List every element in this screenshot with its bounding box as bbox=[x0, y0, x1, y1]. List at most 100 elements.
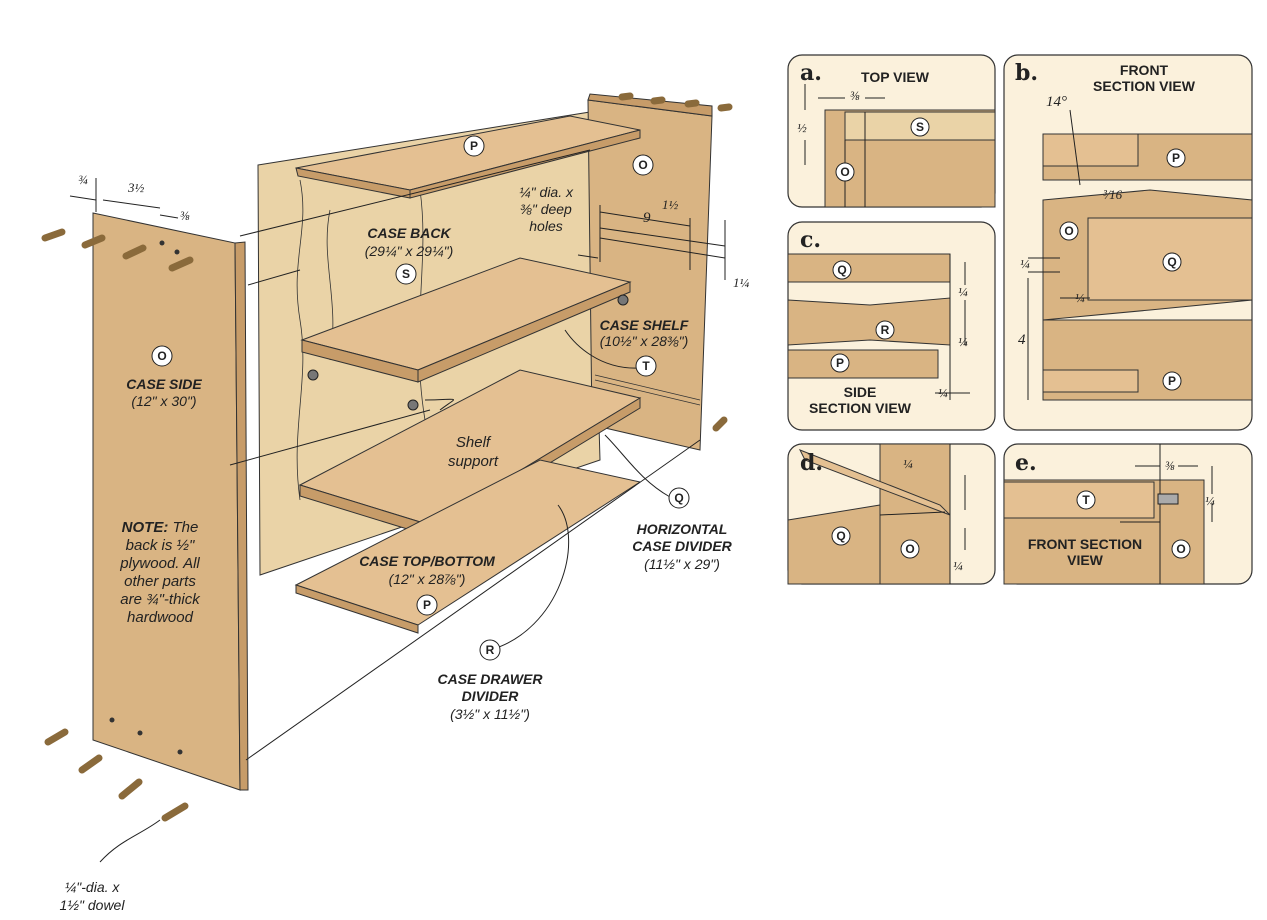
tag-drawer-r: R bbox=[486, 643, 495, 657]
detail-d-panel bbox=[787, 443, 996, 585]
horizontal-divider-label-2: CASE DIVIDER bbox=[632, 538, 732, 554]
detail-c-title-2: SECTION VIEW bbox=[809, 400, 912, 416]
holes-note-1: ¼" dia. x bbox=[519, 184, 574, 200]
case-back-label: CASE BACK bbox=[367, 225, 451, 241]
note-line-4: other parts bbox=[124, 573, 196, 590]
dim-one-quarter: 1¼ bbox=[733, 275, 750, 290]
detail-d-tag-o: O bbox=[905, 542, 914, 556]
detail-c-letter: c. bbox=[800, 227, 821, 253]
holes-note-2: ⅜" deep bbox=[520, 201, 572, 217]
shelf-support-label-1: Shelf bbox=[456, 434, 492, 451]
dowels-top bbox=[41, 228, 194, 272]
note-text: NOTE: The back is ½" plywood. All other … bbox=[119, 519, 201, 626]
main-dimension-lines bbox=[69, 178, 726, 280]
detail-c-dim-2: ¼ bbox=[958, 334, 968, 349]
detail-a-dim-1: ⅜ bbox=[850, 88, 860, 103]
dowel-note-2: 1½" dowel bbox=[60, 897, 126, 913]
case-shelf-label: CASE SHELF bbox=[600, 317, 689, 333]
dowels-right bbox=[618, 92, 733, 432]
detail-e-dim-1: ⅜ bbox=[1165, 458, 1175, 473]
detail-a-tag-s: S bbox=[916, 120, 924, 134]
case-side-left-panel bbox=[92, 212, 249, 791]
note-bold: NOTE: bbox=[122, 519, 169, 536]
dim-three-eighths: ⅜ bbox=[180, 208, 190, 223]
tag-shelf-t: T bbox=[642, 359, 650, 373]
tag-bottom-p: P bbox=[423, 598, 431, 612]
case-back-size: (29¼" x 29¼") bbox=[365, 243, 454, 259]
detail-e-title-1: FRONT SECTION bbox=[1028, 536, 1142, 552]
tag-divider-q: Q bbox=[674, 491, 683, 505]
detail-e-dim-2: ¼ bbox=[1205, 493, 1215, 508]
detail-c-title-1: SIDE bbox=[844, 384, 877, 400]
detail-b-title-1: FRONT bbox=[1120, 62, 1169, 78]
detail-a-letter: a. bbox=[800, 60, 822, 86]
holes-note-3: holes bbox=[529, 218, 562, 234]
tag-side-right-o: O bbox=[638, 158, 647, 172]
note-line-2: back is ½" bbox=[126, 537, 195, 554]
detail-c-dim-3: ¼ bbox=[938, 385, 948, 400]
detail-a-dim-2: ½ bbox=[797, 120, 807, 135]
detail-d-letter: d. bbox=[800, 450, 823, 476]
detail-c-dim-1: ¼ bbox=[958, 284, 968, 299]
leader-lines bbox=[99, 254, 671, 863]
note-line-3: plywood. All bbox=[119, 555, 200, 572]
shelf-support-pins bbox=[307, 294, 629, 411]
detail-b-dim-1: ³⁄16 bbox=[1103, 187, 1123, 202]
detail-b-tag-p-bottom: P bbox=[1168, 374, 1176, 388]
detail-b-title-2: SECTION VIEW bbox=[1093, 78, 1196, 94]
note-line-5: are ¾"-thick bbox=[120, 591, 201, 608]
detail-e-title-2: VIEW bbox=[1067, 552, 1104, 568]
assembly-lines bbox=[229, 149, 701, 761]
dim-one-half: 1½ bbox=[662, 197, 679, 212]
detail-a-panel bbox=[787, 54, 996, 208]
svg-text:NOTE: The: NOTE: The bbox=[122, 519, 199, 536]
note-line-6: hardwood bbox=[127, 609, 194, 626]
tag-top-p: P bbox=[470, 139, 478, 153]
detail-b-dim-4: 4 bbox=[1018, 332, 1026, 348]
horizontal-divider-size: (11½" x 29") bbox=[644, 556, 720, 572]
drawer-divider-size: (3½" x 11½") bbox=[450, 706, 530, 722]
detail-e-tag-o: O bbox=[1176, 542, 1185, 556]
dim-three-quarter: ¾ bbox=[78, 172, 88, 187]
detail-c-tag-q: Q bbox=[837, 263, 846, 277]
detail-b-tag-q: Q bbox=[1167, 255, 1176, 269]
case-side-right-panel bbox=[587, 93, 713, 451]
detail-b-tag-o: O bbox=[1064, 224, 1073, 238]
dim-nine: 9 bbox=[643, 210, 651, 226]
detail-a-title: TOP VIEW bbox=[861, 69, 930, 85]
note-line-1: The bbox=[168, 519, 198, 536]
detail-c-tag-p: P bbox=[836, 356, 844, 370]
detail-b-dim-3: ¼ bbox=[1075, 290, 1085, 305]
detail-b-letter: b. bbox=[1015, 60, 1038, 86]
case-side-size: (12" x 30") bbox=[131, 393, 196, 409]
case-side-label: CASE SIDE bbox=[126, 376, 202, 392]
tag-side-left-o: O bbox=[157, 349, 166, 363]
dim-three-half: 3½ bbox=[127, 180, 145, 195]
detail-d-dim-2: ¼ bbox=[953, 558, 963, 573]
detail-c-tag-r: R bbox=[881, 323, 890, 337]
detail-c-panel bbox=[787, 221, 996, 431]
drawer-divider-label-2: DIVIDER bbox=[462, 688, 520, 704]
detail-e-tag-t: T bbox=[1082, 493, 1090, 507]
case-top-bottom-label: CASE TOP/BOTTOM bbox=[359, 553, 495, 569]
drawer-divider-label-1: CASE DRAWER bbox=[437, 671, 543, 687]
detail-e-panel bbox=[1003, 443, 1253, 585]
case-shelf-size: (10½" x 28⅜") bbox=[600, 333, 689, 349]
detail-e-letter: e. bbox=[1015, 450, 1037, 476]
detail-b-dim-2: ¼ bbox=[1020, 256, 1030, 271]
detail-d-dim-1: ¼ bbox=[903, 456, 913, 471]
case-top-bottom-size: (12" x 28⅞") bbox=[389, 571, 466, 587]
horizontal-divider-label-1: HORIZONTAL bbox=[637, 521, 728, 537]
shelf-support-label-2: support bbox=[448, 453, 499, 470]
part-tags-main bbox=[151, 135, 690, 661]
detail-b-panel bbox=[1003, 54, 1253, 431]
tag-back-s: S bbox=[402, 267, 410, 281]
detail-d-tag-q: Q bbox=[836, 529, 845, 543]
detail-b-angle: 14° bbox=[1046, 94, 1067, 110]
dowels-bottom bbox=[44, 728, 189, 822]
detail-a-tag-o: O bbox=[840, 165, 849, 179]
detail-b-tag-p-top: P bbox=[1172, 151, 1180, 165]
dowel-note-1: ¼"-dia. x bbox=[65, 879, 121, 895]
case-shelf-panel bbox=[300, 257, 632, 383]
